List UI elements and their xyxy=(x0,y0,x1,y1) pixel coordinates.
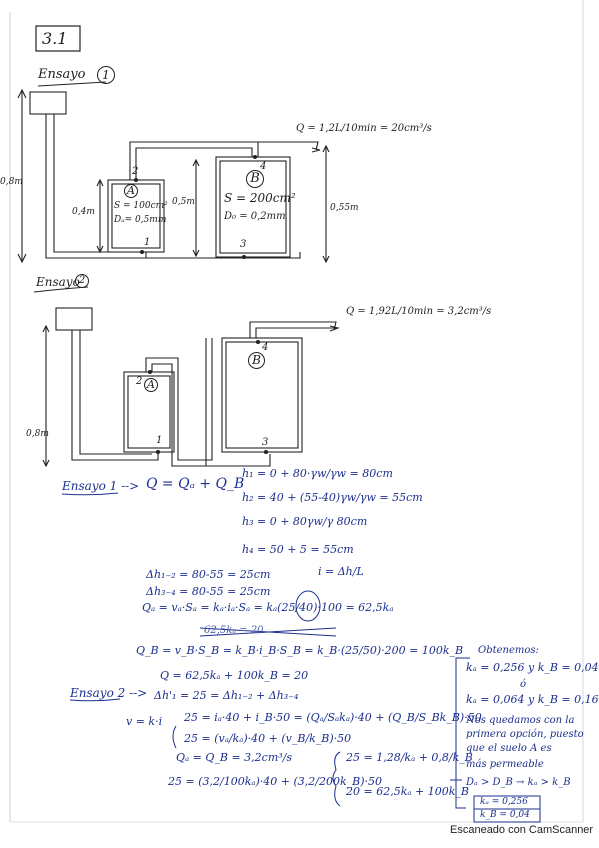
ensayo2-number: 2 xyxy=(75,274,89,288)
result-line5: Nos quedamos con la xyxy=(466,715,575,726)
result-line3: ó xyxy=(520,679,527,690)
calc1-dh12: Δh₁₋₂ = 80-55 = 25cm xyxy=(146,568,271,581)
sample-b-box-2 xyxy=(221,337,303,453)
result-line4: kₐ = 0,064 y k_B = 0,16 xyxy=(466,693,599,706)
ensayo1-tank-height: 0,8m xyxy=(0,177,23,187)
calc1-h4: h₄ = 50 + 5 = 55cm xyxy=(242,543,354,556)
scanner-watermark: Escaneado con CamScanner xyxy=(450,824,594,836)
calc1-strike: 62,5kₐ = 20 xyxy=(204,625,264,636)
sample-b-label-2: B xyxy=(248,352,265,369)
ensayo1-a-height: 0,4m xyxy=(72,207,95,217)
calc2-e3: 25 = (3,2/100kₐ)·40 + (3,2/200k_B)·50 xyxy=(168,775,383,788)
result-box-ka: kₐ = 0,256 xyxy=(480,797,528,807)
calc1-h1: h₁ = 0 + 80·γw/γw = 80cm xyxy=(242,467,393,480)
result-line7: que el suelo A es xyxy=(466,743,552,754)
ensayo2-title: Ensayo xyxy=(36,275,80,289)
ensayo2-node-2: 2 xyxy=(136,376,143,387)
calc2-sys1: 25 = 1,28/kₐ + 0,8/k_B xyxy=(346,751,473,764)
ensayo2-node-4: 4 xyxy=(262,342,269,353)
calc2-vki: v = k·i xyxy=(126,715,163,728)
calc2-dh: Δh'₁ = 25 = Δh₁₋₂ + Δh₃₋₄ xyxy=(154,689,299,702)
result-line1: Obtenemos: xyxy=(478,645,539,656)
result-line6: primera opción, puesto xyxy=(466,729,584,740)
tank-1 xyxy=(29,91,67,115)
ensayo1-node-1: 1 xyxy=(144,237,151,248)
ensayo1-flow: Q = 1,2L/10min = 20cm³/s xyxy=(296,123,432,134)
sample-b-diameter: D₀ = 0,2mm xyxy=(224,211,286,222)
ensayo1-number: 1 xyxy=(97,66,115,84)
result-line2: kₐ = 0,256 y k_B = 0,04 xyxy=(466,661,599,674)
ensayo2-diagram xyxy=(42,307,340,468)
calc2-label: Ensayo 2 --> xyxy=(70,686,148,700)
result-box-kb: k_B = 0,04 xyxy=(480,810,530,820)
calc2-e1: 25 = iₐ·40 + i_B·50 = (Qₐ/Sₐkₐ)·40 + (Q_… xyxy=(184,711,482,724)
sample-a-label-2: A xyxy=(144,378,158,392)
calc1-h3: h₃ = 0 + 80γw/γ 80cm xyxy=(242,515,368,528)
calc2-qaqb: Qₐ = Q_B = 3,2cm³/s xyxy=(176,751,293,764)
ensayo2-flow: Q = 1,92L/10min = 3,2cm³/s xyxy=(346,306,492,317)
ensayo1-title: Ensayo xyxy=(38,67,86,82)
tank-2 xyxy=(55,307,93,331)
calc1-i-def: i = Δh/L xyxy=(318,565,364,578)
calc1-qb: Q_B = v_B·S_B = k_B·i_B·S_B = k_B·(25/50… xyxy=(136,644,464,657)
ensayo1-node-3: 3 xyxy=(240,239,247,250)
result-line9: Dₐ > D_B → kₐ > k_B xyxy=(466,777,571,788)
ensayo1-diagram xyxy=(17,88,330,264)
problem-id-box xyxy=(35,25,81,52)
problem-id: 3.1 xyxy=(42,29,68,48)
result-line8: más permeable xyxy=(466,759,544,770)
calc1-label: Ensayo 1 --> xyxy=(62,479,140,493)
ensayo1-node-2: 2 xyxy=(132,166,139,177)
ensayo1-mid-height: 0,5m xyxy=(172,197,195,207)
ensayo2-node-3: 3 xyxy=(262,437,269,448)
calc1-qsum: Q = 62,5kₐ + 100k_B = 20 xyxy=(160,669,309,682)
calc1-h2: h₂ = 40 + (55-40)γw/γw = 55cm xyxy=(242,491,423,504)
sample-a-area: S = 100cm² xyxy=(114,201,168,211)
sample-b-area: S = 200cm² xyxy=(224,191,296,205)
sample-a-diameter: Dₐ= 0,5mm xyxy=(114,215,167,225)
calc2-sys2: 20 = 62,5kₐ + 100k_B xyxy=(346,785,469,798)
calc-strokes xyxy=(61,492,541,823)
calc2-e2: 25 = (vₐ/kₐ)·40 + (v_B/k_B)·50 xyxy=(184,732,352,745)
ensayo1-b-height: 0,55m xyxy=(330,203,359,213)
ensayo1-node-4: 4 xyxy=(260,161,267,172)
ensayo2-node-1: 1 xyxy=(156,435,163,446)
sample-b-label: B xyxy=(246,170,264,188)
calc1-qa: Qₐ = vₐ·Sₐ = kₐ·iₐ·Sₐ = kₐ(25/40)·100 = … xyxy=(142,601,394,614)
sample-a-label: A xyxy=(124,184,138,198)
calc1-q-eq: Q = Qₐ + Q_B xyxy=(146,476,245,492)
calc1-dh34: Δh₃₋₄ = 80-55 = 25cm xyxy=(146,585,271,598)
ensayo2-tank-height: 0,8m xyxy=(26,429,49,439)
